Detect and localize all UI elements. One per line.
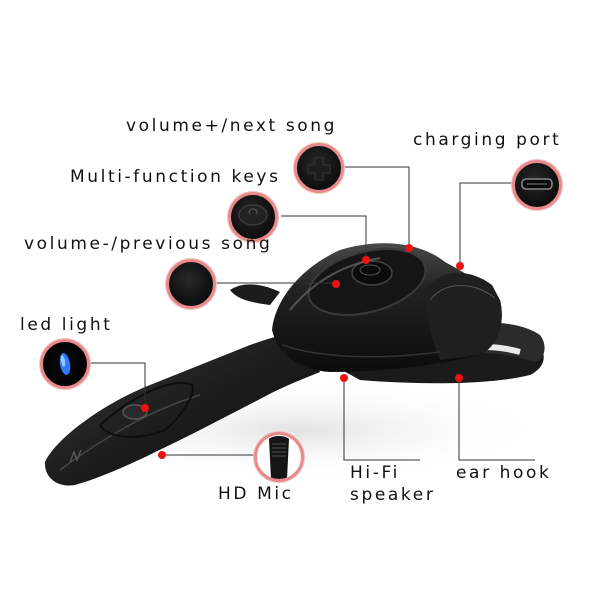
marker-volume-down [332,280,340,288]
micro-usb-port-icon [521,178,553,190]
label-ear-hook: ear hook [456,463,552,483]
callout-volume-up [294,143,344,193]
marker-ear-hook [455,374,463,382]
callout-volume-down [166,259,216,309]
marker-volume-up [405,244,413,252]
callout-led-light [40,339,90,389]
marker-speaker [340,374,348,382]
marker-led [141,404,149,412]
marker-multifunction [362,256,370,264]
microphone-grille-icon [269,436,289,479]
label-volume-down: volume-/previous song [24,234,273,254]
label-charging-port: charging port [413,130,562,150]
callout-charging-port [512,160,562,210]
blue-led-icon [59,353,71,375]
label-led-light: led light [20,315,113,335]
label-hifi-speaker-line2: speaker [350,485,436,505]
callout-multifunction [228,192,278,242]
label-hifi-speaker-line1: Hi-Fi [350,463,400,483]
callout-hd-mic [254,432,304,482]
plus-cross-button-icon [307,157,331,181]
label-multifunction: Multi-function keys [70,167,281,187]
label-volume-up: volume+/next song [126,116,338,136]
marker-charging-port [456,262,464,270]
label-hd-mic: HD Mic [218,484,294,504]
power-button-icon [238,204,268,226]
marker-mic [158,451,166,459]
minus-button-icon [182,282,188,284]
